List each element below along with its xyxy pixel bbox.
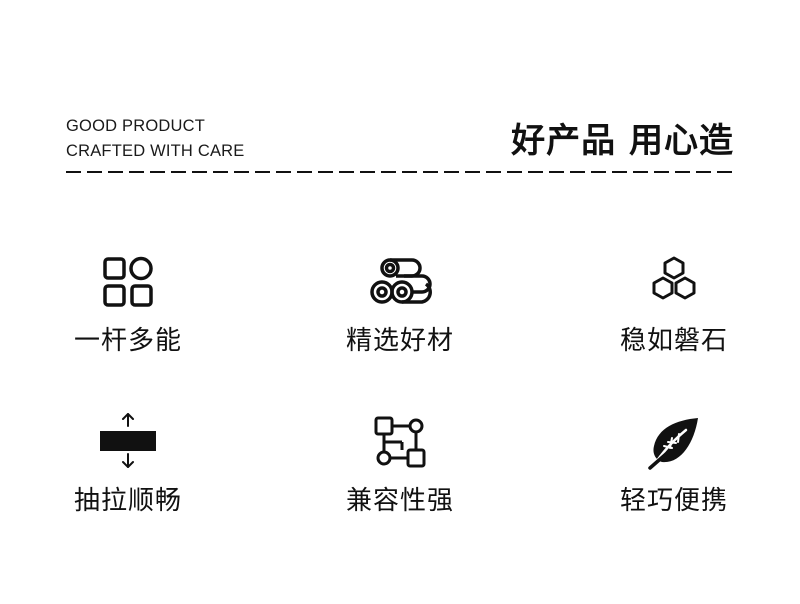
feature-label: 精选好材 <box>345 326 454 356</box>
feature-label: 抽拉顺畅 <box>73 486 182 516</box>
hexagons-icon <box>652 256 696 300</box>
feature-quality-material: 精选好材 <box>280 252 520 357</box>
tagline-line-2: CRAFTED WITH CARE <box>66 142 245 160</box>
feature-compatibility: 兼容性强 <box>280 412 520 517</box>
leaf-icon <box>648 418 698 470</box>
feature-multi-use: 一杆多能 <box>8 252 248 357</box>
tagline: GOOD PRODUCT CRAFTED WITH CARE <box>66 114 244 164</box>
feature-label: 兼容性强 <box>345 486 454 516</box>
slide-arrows-icon <box>100 413 156 468</box>
feature-stable: 稳如磐石 <box>554 252 794 357</box>
headline: 好产品 用心造 <box>511 121 734 161</box>
tagline-line-1: GOOD PRODUCT <box>66 117 205 135</box>
feature-label: 一杆多能 <box>73 326 182 356</box>
feature-smooth-slide: 抽拉顺畅 <box>8 412 248 517</box>
grid-squares-icon <box>103 256 153 307</box>
feature-label: 轻巧便携 <box>619 486 728 516</box>
feature-lightweight: 轻巧便携 <box>554 412 794 517</box>
pipes-icon <box>370 258 432 304</box>
connected-nodes-icon <box>374 416 426 468</box>
feature-label: 稳如磐石 <box>619 326 728 356</box>
dashed-divider <box>66 170 734 174</box>
